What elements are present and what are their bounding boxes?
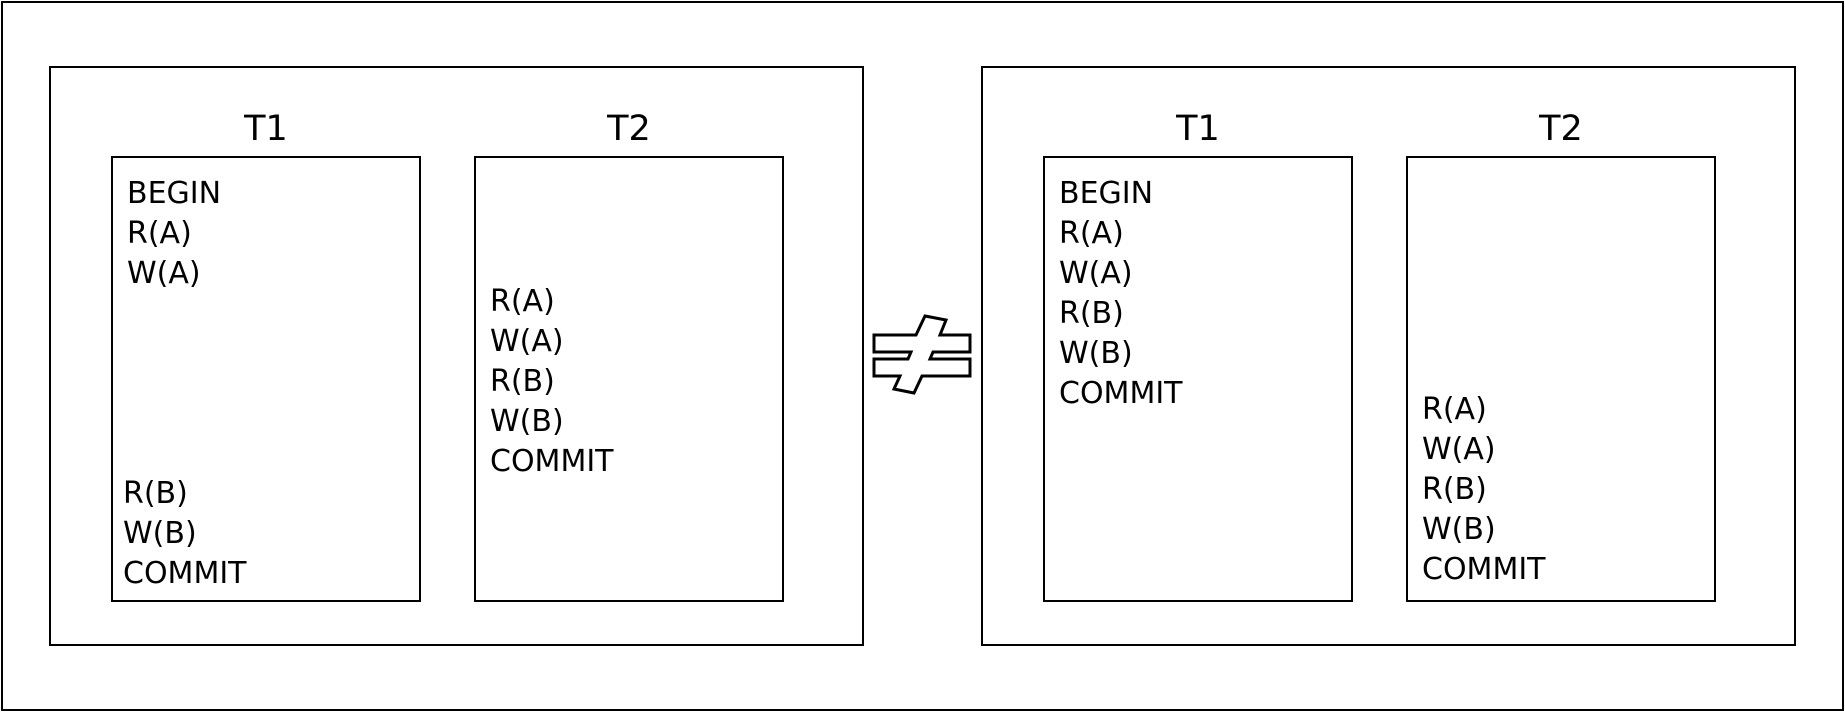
op-commit: COMMIT (123, 556, 247, 591)
left-t1-ops-bottom: R(B) W(B) COMMIT (123, 474, 247, 594)
right-t1-title: T1 (1176, 109, 1220, 149)
op-write-a: W(A) (490, 324, 564, 359)
op-write-b: W(B) (490, 404, 564, 439)
op-read-b: R(B) (1059, 296, 1124, 331)
op-commit: COMMIT (1059, 376, 1183, 411)
op-read-b: R(B) (490, 364, 555, 399)
op-write-a: W(A) (1059, 256, 1133, 291)
right-t1-box: BEGIN R(A) W(A) R(B) W(B) COMMIT (1043, 156, 1353, 602)
left-t2-ops: R(A) W(A) R(B) W(B) COMMIT (490, 282, 614, 482)
op-write-a: W(A) (1422, 432, 1496, 467)
op-begin: BEGIN (127, 176, 222, 211)
op-read-a: R(A) (127, 216, 192, 251)
op-write-b: W(B) (1422, 512, 1496, 547)
op-commit: COMMIT (490, 444, 614, 479)
left-schedule: T1 T2 BEGIN R(A) W(A) R(B) W(B) COMMIT R… (49, 66, 864, 646)
not-equal-icon (872, 314, 972, 395)
op-read-a: R(A) (490, 284, 555, 319)
op-write-b: W(B) (1059, 336, 1133, 371)
left-t2-box: R(A) W(A) R(B) W(B) COMMIT (474, 156, 784, 602)
op-read-a: R(A) (1059, 216, 1124, 251)
left-t1-box: BEGIN R(A) W(A) R(B) W(B) COMMIT (111, 156, 421, 602)
right-t2-box: R(A) W(A) R(B) W(B) COMMIT (1406, 156, 1716, 602)
right-t1-ops: BEGIN R(A) W(A) R(B) W(B) COMMIT (1059, 174, 1183, 414)
op-write-b: W(B) (123, 516, 197, 551)
left-t1-ops-top: BEGIN R(A) W(A) (127, 174, 221, 294)
right-t2-title: T2 (1539, 109, 1583, 149)
left-t2-title: T2 (607, 109, 651, 149)
left-t1-title: T1 (244, 109, 288, 149)
right-schedule: T1 T2 BEGIN R(A) W(A) R(B) W(B) COMMIT R… (981, 66, 1796, 646)
op-commit: COMMIT (1422, 552, 1546, 587)
op-read-a: R(A) (1422, 392, 1487, 427)
op-write-a: W(A) (127, 256, 201, 291)
op-begin: BEGIN (1059, 176, 1154, 211)
op-read-b: R(B) (1422, 472, 1487, 507)
op-read-b: R(B) (123, 476, 188, 511)
right-t2-ops: R(A) W(A) R(B) W(B) COMMIT (1422, 390, 1546, 590)
